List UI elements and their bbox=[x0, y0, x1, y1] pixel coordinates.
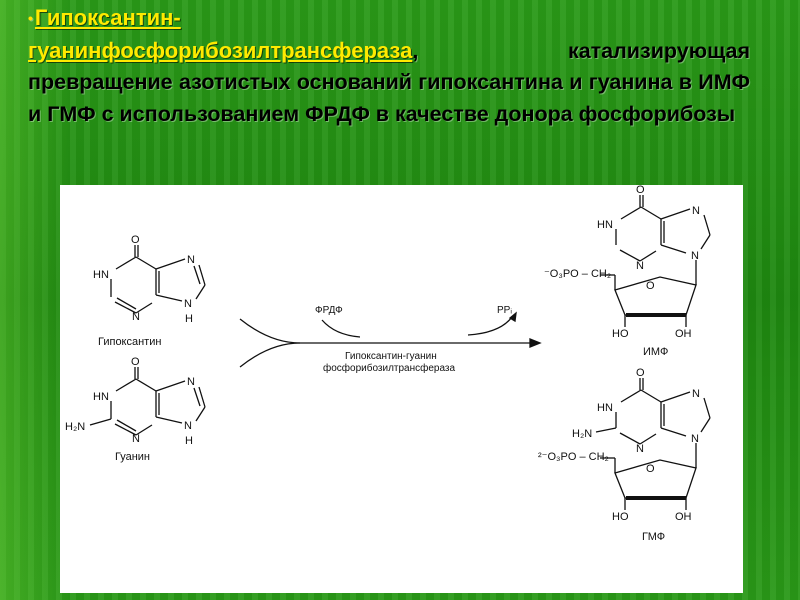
hypoxanthine-n9-label: N bbox=[184, 298, 192, 310]
guanine-n9-label: N bbox=[184, 420, 192, 432]
guanine-n3-label: N bbox=[132, 433, 140, 445]
hypoxanthine-structure bbox=[110, 245, 206, 314]
gmp-o-label: O bbox=[636, 367, 645, 379]
slide-background-highlight bbox=[0, 0, 70, 600]
gmp-name: ГМФ bbox=[642, 531, 665, 543]
enzyme-term: Гипоксантин-гуанинфосфорибозилтрансфераз… bbox=[28, 5, 412, 63]
gmp-phosphate-label: ²⁻O₃PO – CH₂ bbox=[538, 451, 609, 463]
guanine-structure bbox=[89, 367, 206, 436]
guanine-n7-label: N bbox=[187, 376, 195, 388]
gmp-ring-o-label: O bbox=[646, 463, 655, 475]
imp-hn-label: HN bbox=[597, 219, 613, 231]
imp-ho-label: HO bbox=[612, 328, 629, 340]
enzyme-term-part1: Гипоксантин- bbox=[34, 5, 181, 30]
guanine-name: Гуанин bbox=[115, 451, 150, 463]
gmp-hn-label: HN bbox=[597, 402, 613, 414]
reaction-svg: O HN N N N H Гипоксантин O bbox=[65, 185, 711, 543]
imp-n7-label: N bbox=[692, 205, 700, 217]
imp-n3-label: N bbox=[636, 260, 644, 272]
slide-text: •Гипоксантин-гуанинфосфорибозилтрансфера… bbox=[28, 2, 750, 130]
imp-o-label: O bbox=[636, 185, 645, 196]
enzyme-label-line1: Гипоксантин-гуанин bbox=[345, 351, 437, 362]
imp-atom-labels: O HN N N N ⁻O₃PO – CH₂ O HO OH bbox=[544, 185, 700, 340]
bullet-icon: • bbox=[28, 10, 33, 26]
term-comma: , bbox=[412, 38, 419, 63]
gmp-structure bbox=[595, 378, 711, 510]
hypoxanthine-atom-labels: O HN N N N H bbox=[93, 234, 195, 325]
guanine-h-label: H bbox=[185, 435, 193, 447]
imp-structure bbox=[600, 195, 711, 327]
gmp-ho-label: HO bbox=[612, 511, 629, 523]
reaction-arrow bbox=[239, 311, 542, 368]
enzyme-label-line2: фосфорибозилтрансфераза bbox=[323, 362, 456, 374]
hypoxanthine-h-label: H bbox=[185, 313, 193, 325]
hypoxanthine-n7-label: N bbox=[187, 254, 195, 266]
hypoxanthine-hn-label: HN bbox=[93, 269, 109, 281]
guanine-hn-label: HN bbox=[93, 391, 109, 403]
gmp-n7-label: N bbox=[692, 388, 700, 400]
imp-ring-o-label: O bbox=[646, 280, 655, 292]
gmp-h2n-label: H₂N bbox=[572, 428, 592, 440]
imp-phosphate-label: ⁻O₃PO – CH₂ bbox=[544, 268, 611, 280]
hypoxanthine-n3-label: N bbox=[132, 311, 140, 323]
reaction-diagram: O HN N N N H Гипоксантин O bbox=[60, 185, 743, 593]
guanine-h2n-label: H₂N bbox=[65, 421, 85, 433]
enzyme-term-part2: гуанинфосфорибозилтрансфераза bbox=[28, 37, 413, 63]
cofactor-out-label: PPᵢ bbox=[497, 305, 512, 316]
description-text: катализирующая превращение азотистых осн… bbox=[28, 38, 750, 126]
imp-oh-label: OH bbox=[675, 328, 692, 340]
hypoxanthine-name: Гипоксантин bbox=[98, 336, 161, 348]
guanine-o-label: O bbox=[131, 356, 140, 368]
hypoxanthine-o-label: O bbox=[131, 234, 140, 246]
gmp-n9-label: N bbox=[691, 433, 699, 445]
cofactor-in-label: ФРДФ bbox=[315, 305, 343, 316]
gmp-atom-labels: O HN H₂N N N N ²⁻O₃PO – CH₂ O HO OH bbox=[538, 367, 700, 523]
imp-name: ИМФ bbox=[643, 346, 668, 358]
gmp-oh-label: OH bbox=[675, 511, 692, 523]
gmp-n3-label: N bbox=[636, 443, 644, 455]
guanine-atom-labels: O HN H₂N N N N H bbox=[65, 356, 195, 447]
imp-n9-label: N bbox=[691, 250, 699, 262]
